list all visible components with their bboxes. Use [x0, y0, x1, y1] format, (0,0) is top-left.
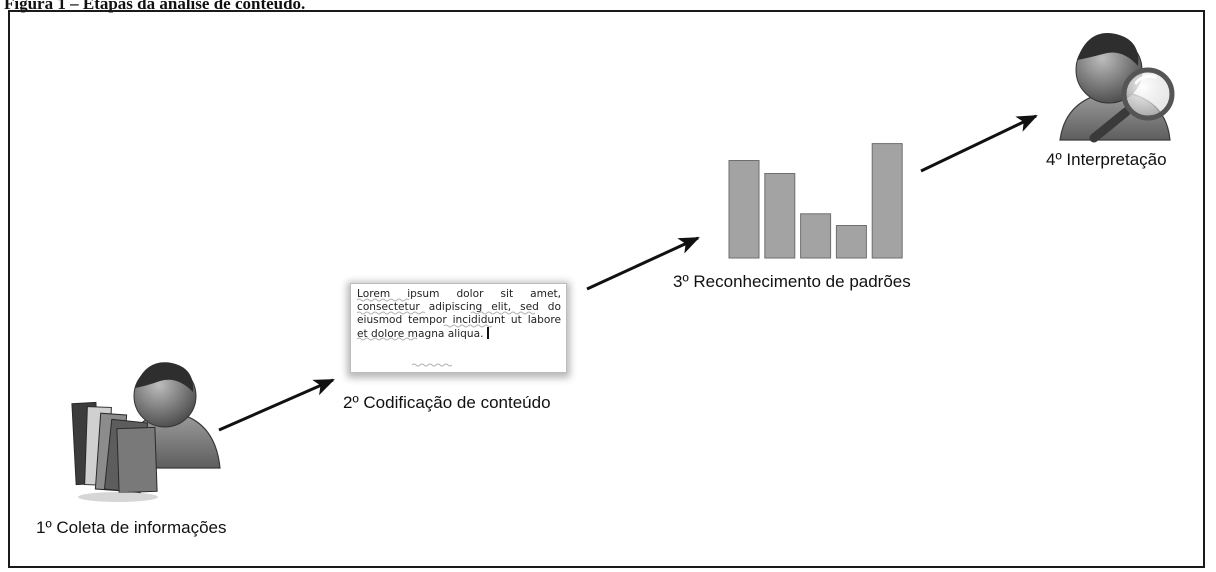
arrow-step2-to-step3	[586, 236, 700, 291]
bar-chart-icon	[728, 143, 903, 259]
step-4-label: 4º Interpretação	[1046, 150, 1167, 169]
step-1-label: 1º Coleta de informações	[36, 518, 227, 537]
document-text: Lorem ipsum dolor sit amet, consectetur …	[357, 288, 561, 340]
magnifier-icon	[1089, 67, 1175, 143]
chart-bar	[728, 160, 760, 259]
step-2-label: 2º Codificação de conteúdo	[343, 393, 551, 412]
arrow-step1-to-step2	[218, 378, 335, 432]
chart-bar	[800, 213, 832, 259]
chart-bar	[871, 143, 903, 259]
figure-caption: Figura 1 – Etapas da análise de conteúdo…	[4, 0, 306, 13]
text-document-icon: Lorem ipsum dolor sit amet, consectetur …	[350, 283, 567, 373]
chart-bar	[835, 225, 867, 259]
diagram-frame	[8, 10, 1205, 568]
user-with-documents-icon	[71, 362, 221, 502]
user-with-magnifier-icon	[1059, 33, 1175, 143]
step-3-label: 3º Reconhecimento de padrões	[673, 272, 911, 291]
arrow-step3-to-step4	[920, 114, 1038, 173]
chart-bar	[764, 173, 796, 259]
text-cursor	[487, 327, 489, 339]
